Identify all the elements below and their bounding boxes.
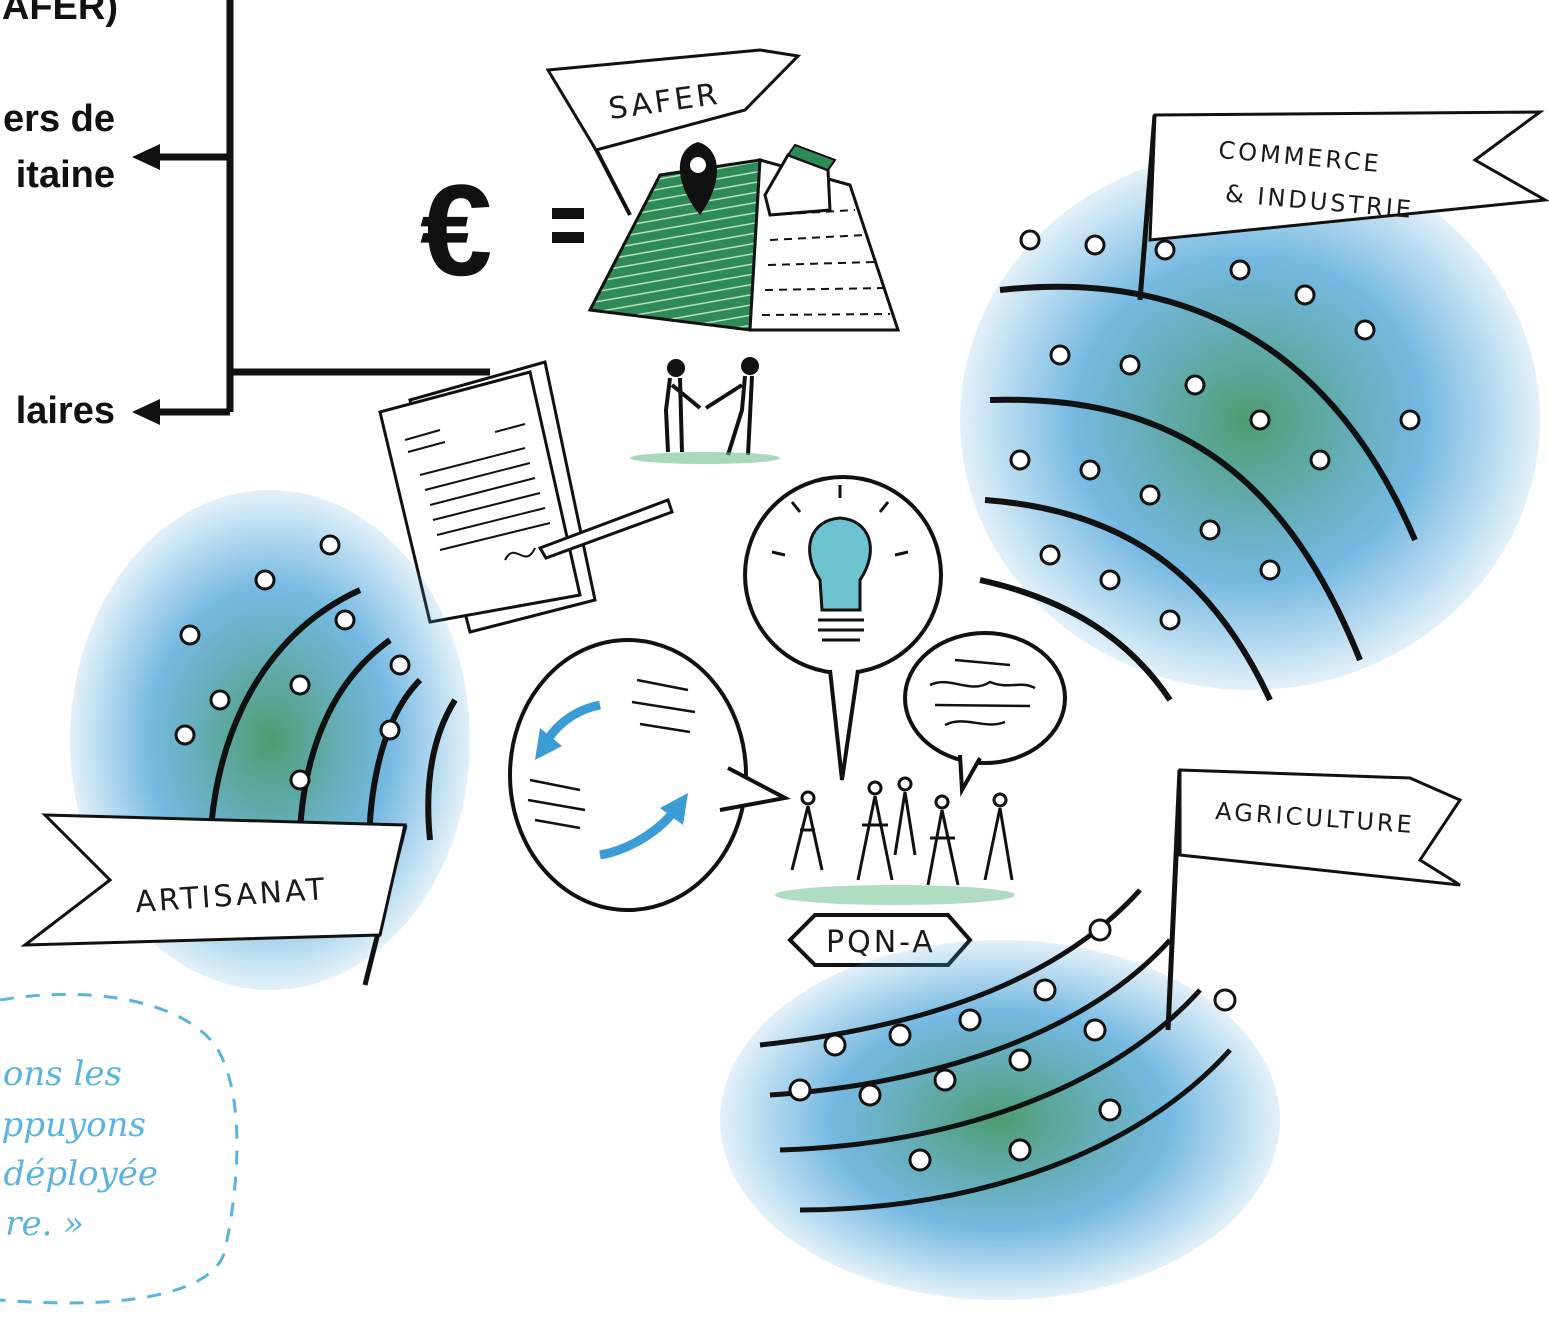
quote-line-2: ppuyons (1, 1105, 146, 1145)
pen-icon (537, 498, 674, 560)
map-pin-icon (679, 142, 717, 215)
left-text-bottom: laires (15, 390, 115, 432)
left-text-middle-line1: ers de (3, 98, 115, 140)
quote-box-border (0, 992, 239, 1305)
handshake-figures (630, 357, 780, 464)
euro-icon: € (420, 157, 492, 303)
euro-equation: € (420, 157, 584, 303)
cycle-arrow-bottom-icon (599, 807, 679, 860)
equals-top (552, 208, 584, 219)
left-text-top: AFER) (1, 0, 118, 28)
safer-flag: SAFER (545, 48, 802, 216)
equals-bottom (552, 232, 584, 243)
house-icon (763, 153, 832, 217)
left-text-middle-line2: itaine (15, 154, 115, 196)
speech-bubble-small (903, 631, 1067, 797)
quote-line-1: ons les (2, 1054, 122, 1094)
idea-bubble (743, 475, 943, 781)
arrow-left-lower-icon (132, 399, 160, 425)
quote-line-3: déployée (3, 1154, 158, 1194)
lightbulb-icon (808, 516, 872, 612)
arrow-left-upper-icon (132, 144, 160, 170)
commerce-amphitheatre: COMMERCE & INDUSTRIE (960, 110, 1549, 702)
contract-document (378, 360, 674, 634)
quote-line-4: re. » (5, 1204, 84, 1244)
artisanat-amphitheatre: ARTISANAT (20, 490, 470, 990)
agriculture-amphitheatre: AGRICULTURE (720, 768, 1463, 1300)
land-parcel (587, 142, 901, 332)
pqna-group (775, 776, 1015, 905)
speech-bubble-cycle (508, 638, 792, 912)
bracket-lines (150, 0, 490, 416)
